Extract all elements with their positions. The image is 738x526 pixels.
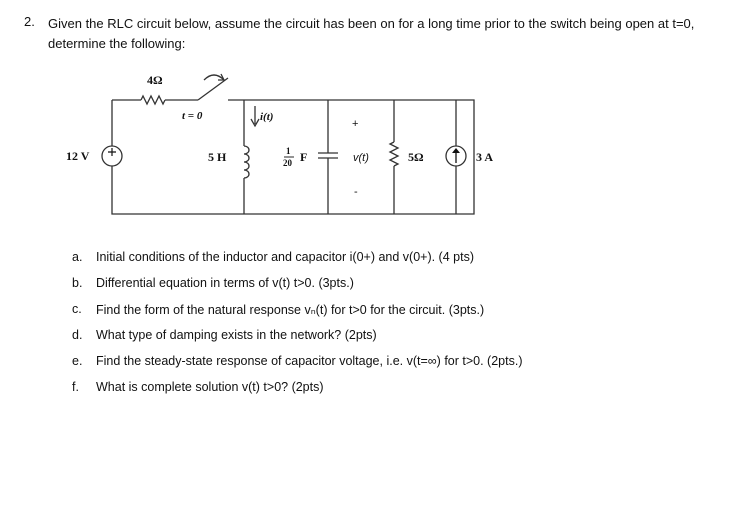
resistor-5ohm xyxy=(388,141,400,167)
source-v-label: 12 V xyxy=(66,149,90,163)
switch-label: t = 0 xyxy=(182,110,203,122)
cap-numerator: 1 xyxy=(286,146,291,156)
subquestion-text: Find the form of the natural response vₙ… xyxy=(96,303,485,317)
minus-sign: - xyxy=(354,186,358,198)
subquestion-letter: f. xyxy=(72,380,79,394)
subquestion-letter: a. xyxy=(72,250,83,264)
resistor-4ohm xyxy=(140,94,166,106)
subquestion-text: What is complete solution v(t) t>0? (2pt… xyxy=(96,380,324,394)
subquestion-letter: c. xyxy=(72,302,82,316)
r2-label: 5Ω xyxy=(408,150,424,164)
current-label: i(t) xyxy=(260,111,273,123)
subquestion-letter: e. xyxy=(72,354,83,368)
inductor-label: 5 H xyxy=(208,150,227,164)
subquestion-text: What type of damping exists in the netwo… xyxy=(96,328,377,342)
subquestion-text: Differential equation in terms of v(t) t… xyxy=(96,276,354,290)
cap-unit: F xyxy=(300,150,307,164)
plus-sign: + xyxy=(352,118,358,130)
subquestion-letter: b. xyxy=(72,276,83,290)
subquestion-letter: d. xyxy=(72,328,83,342)
wire-left xyxy=(111,99,475,215)
cap-denominator: 20 xyxy=(283,158,293,168)
voltage-label: v(t) xyxy=(353,152,369,164)
question-text: Given the RLC circuit below, assume the … xyxy=(48,16,695,51)
switch-blade xyxy=(197,77,229,101)
circuit-diagram: 4Ω t = 0 i(t) 12 V 5 H 1 20 F + v(t) - 5… xyxy=(66,73,493,215)
inductor-5h xyxy=(243,145,250,179)
source-i-label: 3 A xyxy=(476,150,493,164)
question-number: 2. xyxy=(24,14,35,29)
r1-label: 4Ω xyxy=(147,73,163,87)
switch-arrow xyxy=(203,74,225,81)
subquestion-text: Find the steady-state response of capaci… xyxy=(96,354,523,368)
subquestion-text: Initial conditions of the inductor and c… xyxy=(96,250,474,264)
